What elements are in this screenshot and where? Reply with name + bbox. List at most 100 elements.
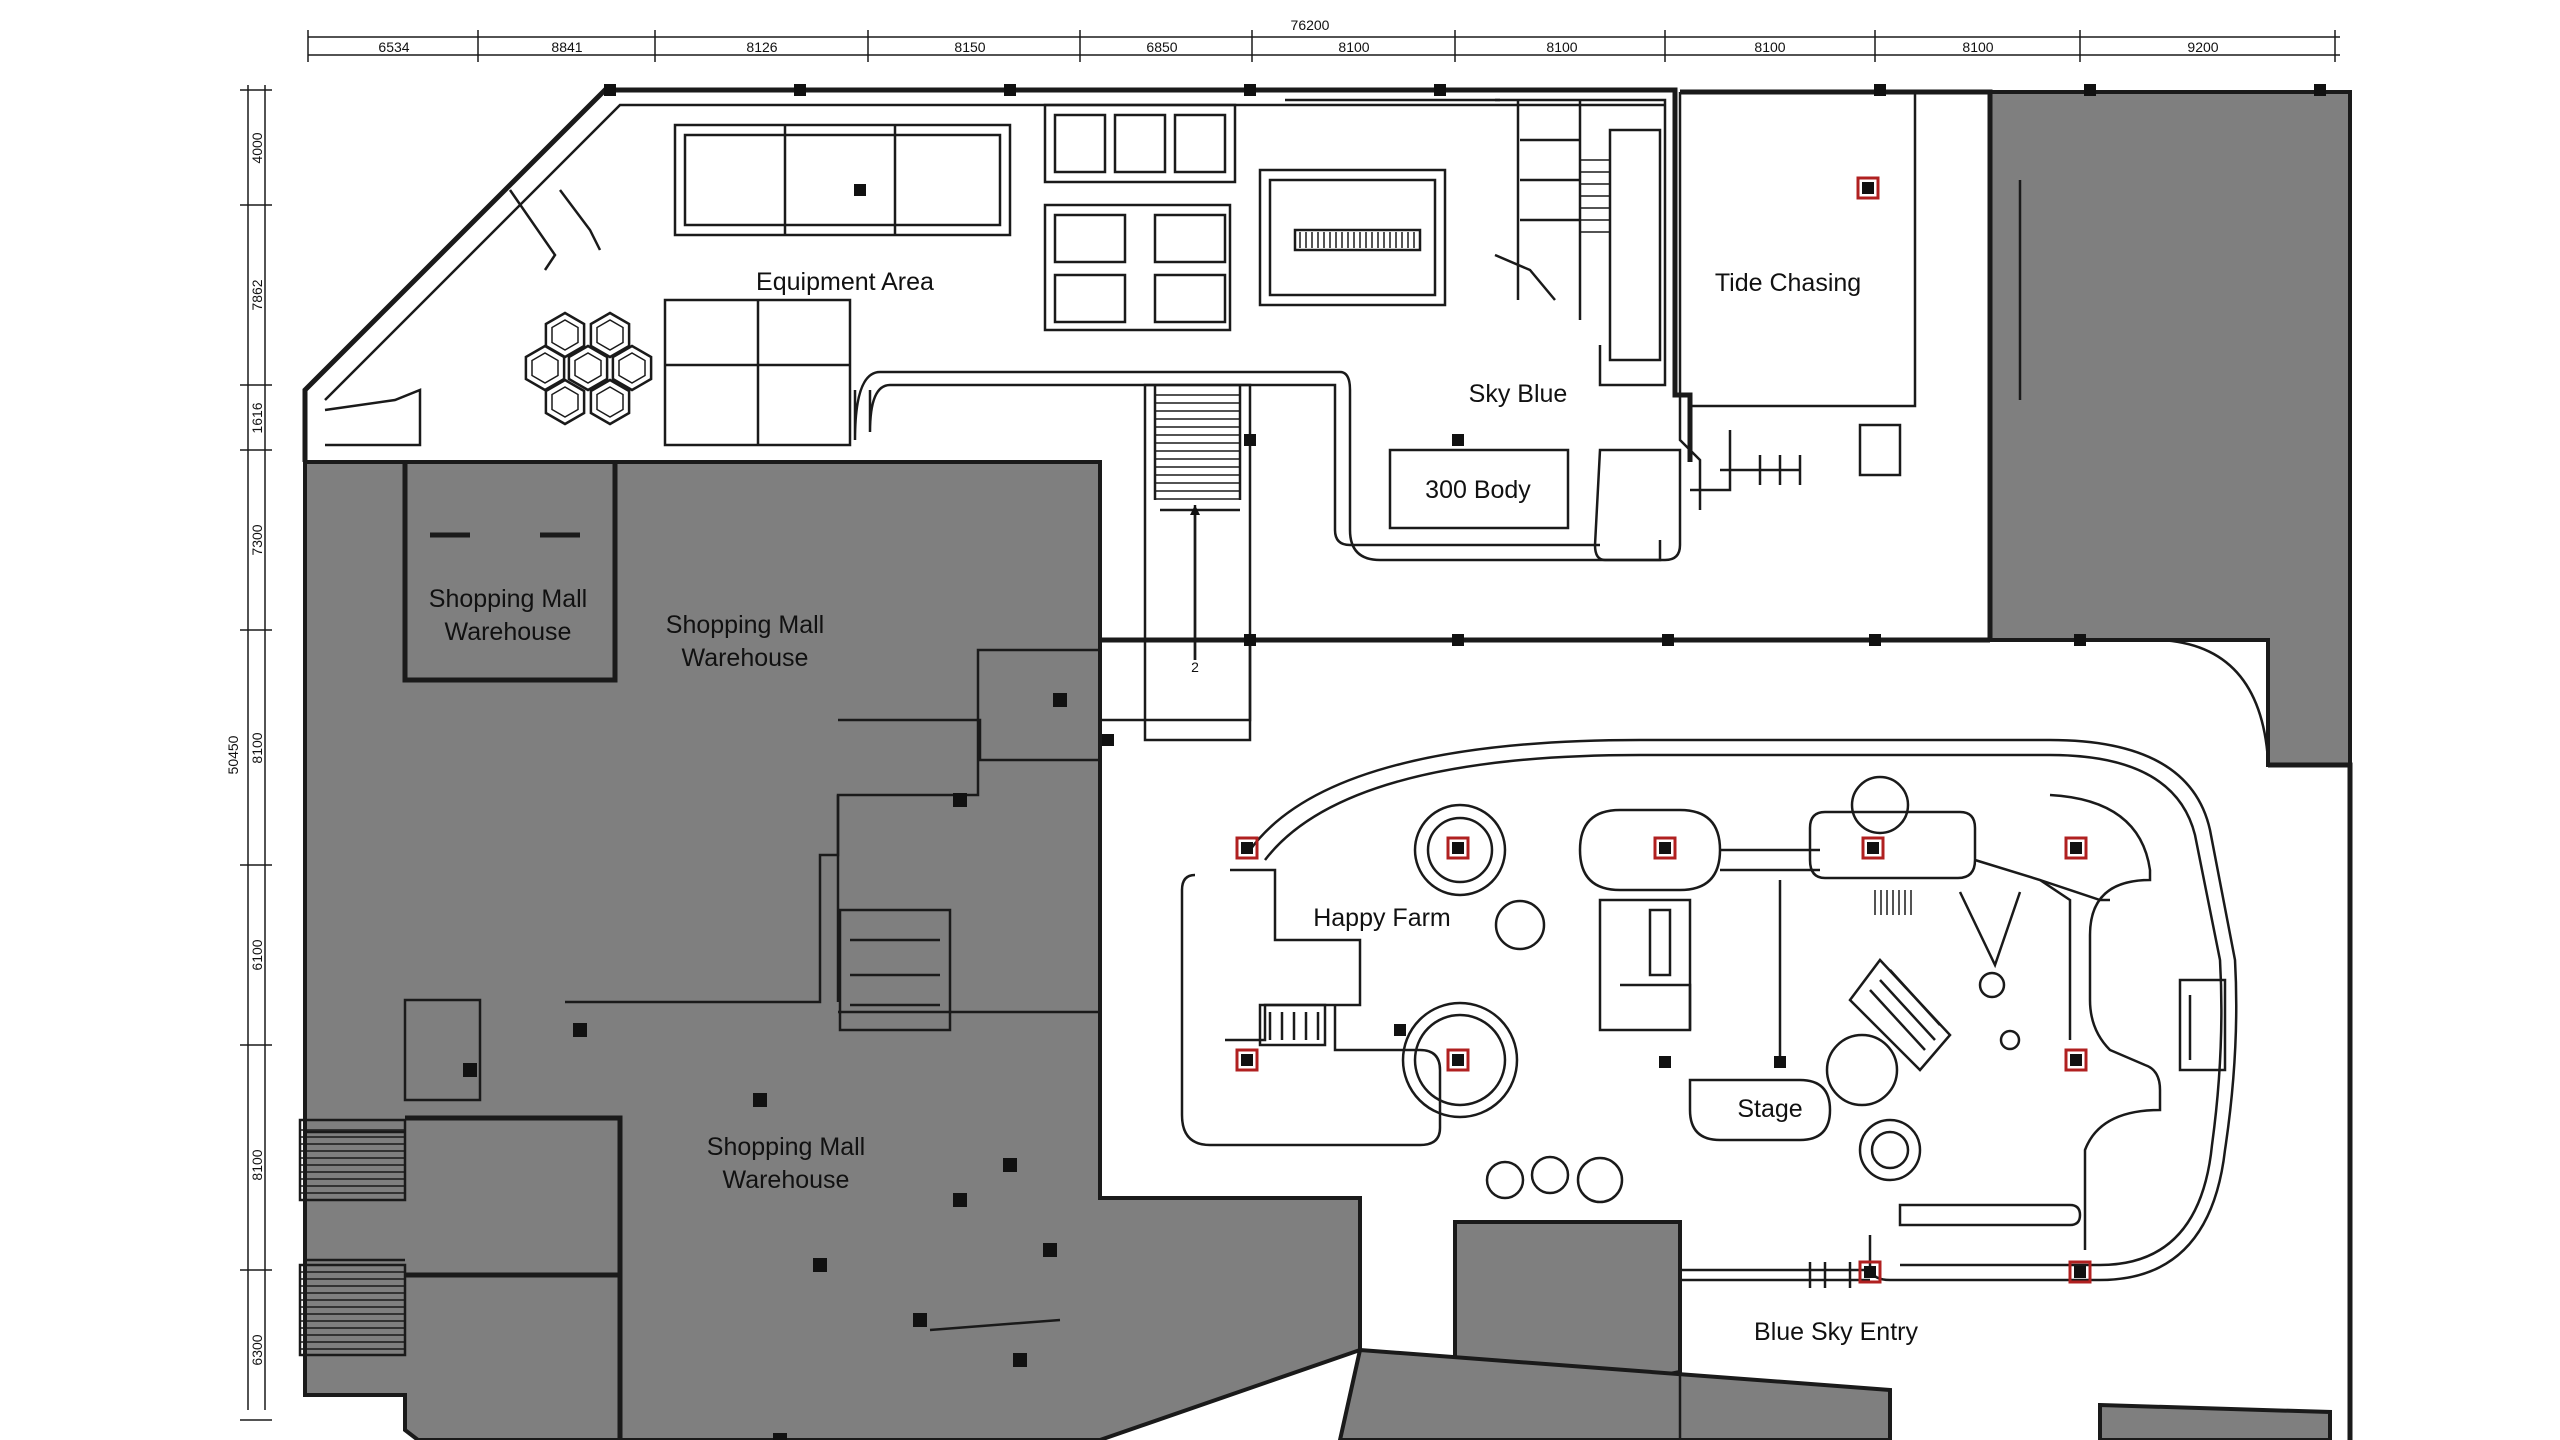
column bbox=[1869, 634, 1881, 646]
column bbox=[604, 84, 616, 96]
overall-width-dimension: 76200 bbox=[1291, 17, 1330, 33]
warehouse-top-label-line2: Warehouse bbox=[682, 644, 809, 672]
column bbox=[2070, 842, 2082, 854]
column bbox=[913, 1313, 927, 1327]
column bbox=[1013, 1353, 1027, 1367]
marker-ring bbox=[2064, 836, 2088, 860]
column bbox=[753, 1093, 767, 1107]
dim-left-5: 8100 bbox=[249, 732, 265, 763]
column bbox=[1241, 1054, 1253, 1066]
dim-top-8: 8100 bbox=[1754, 39, 1785, 55]
warehouse-columns bbox=[463, 693, 1067, 1440]
column bbox=[1774, 1056, 1786, 1068]
column bbox=[1003, 1158, 1017, 1172]
column bbox=[1874, 84, 1886, 96]
warehouse-top-label-line1: Shopping Mall bbox=[666, 611, 824, 639]
column bbox=[1434, 84, 1446, 96]
tide-chasing-label: Tide Chasing bbox=[1715, 269, 1861, 297]
warehouse-right-strip bbox=[1988, 90, 2352, 767]
warehouse-bottom-label-line1: Shopping Mall bbox=[707, 1133, 865, 1161]
honeycomb-cell bbox=[544, 378, 586, 426]
dim-top-2: 8841 bbox=[551, 39, 582, 55]
honeycomb-cell bbox=[524, 344, 566, 392]
column bbox=[1862, 182, 1874, 194]
column bbox=[463, 1063, 477, 1077]
marker-ring bbox=[1856, 176, 1880, 200]
warehouse-inner-walls bbox=[305, 462, 1102, 1440]
column bbox=[1043, 1243, 1057, 1257]
warehouse-small-label-line2: Warehouse bbox=[445, 618, 572, 646]
honeycomb-cell bbox=[589, 378, 631, 426]
column bbox=[813, 1258, 827, 1272]
stage-label: Stage bbox=[1737, 1095, 1802, 1123]
column bbox=[2314, 84, 2326, 96]
column bbox=[1394, 1024, 1406, 1036]
warehouse-bottom-right bbox=[2098, 1402, 2332, 1440]
warehouse-zones bbox=[303, 90, 2352, 1440]
column bbox=[1662, 634, 1674, 646]
stair-number-label: 2 bbox=[1191, 659, 1199, 675]
dim-top-5: 6850 bbox=[1146, 39, 1177, 55]
column bbox=[953, 793, 967, 807]
dim-left-8: 6300 bbox=[249, 1334, 265, 1365]
column bbox=[794, 84, 806, 96]
room-labels: Equipment Area Tide Chasing Sky Blue 300… bbox=[429, 268, 1919, 1346]
column bbox=[2084, 84, 2096, 96]
column bbox=[1452, 434, 1464, 446]
dim-left-2: 7862 bbox=[249, 279, 265, 310]
play-markers bbox=[1235, 176, 2092, 1284]
happy-farm-label: Happy Farm bbox=[1313, 904, 1451, 932]
stair-treads bbox=[300, 159, 1912, 1350]
warehouse-small-label-line1: Shopping Mall bbox=[429, 585, 587, 613]
overall-height-dimension: 50450 bbox=[225, 735, 241, 774]
marker-ring bbox=[1446, 836, 1470, 860]
honeycomb-cell-inner bbox=[596, 386, 624, 418]
top-dimension-chain: 76200 6534 8841 8126 8150 6850 8100 8100… bbox=[307, 17, 2340, 62]
marker-ring bbox=[1653, 836, 1677, 860]
marker-ring bbox=[1861, 836, 1885, 860]
honeycomb-cell-inner bbox=[551, 319, 579, 351]
warehouse-bottom-label-line2: Warehouse bbox=[723, 1166, 850, 1194]
marker-ring bbox=[1446, 1048, 1470, 1072]
column bbox=[854, 184, 866, 196]
honeycomb-cell bbox=[589, 311, 631, 359]
dim-top-1: 6534 bbox=[378, 39, 409, 55]
column bbox=[1244, 84, 1256, 96]
honeycomb-cell bbox=[611, 344, 653, 392]
honeycomb-cell-inner bbox=[551, 386, 579, 418]
honeycomb-cell-inner bbox=[618, 352, 646, 384]
300-body-label: 300 Body bbox=[1425, 476, 1531, 504]
column bbox=[1867, 842, 1879, 854]
column bbox=[1004, 84, 1016, 96]
honeycomb-structure bbox=[524, 311, 653, 426]
column bbox=[2074, 634, 2086, 646]
marker-ring bbox=[2064, 1048, 2088, 1072]
honeycomb-cell-inner bbox=[574, 352, 602, 384]
dim-top-7: 8100 bbox=[1546, 39, 1577, 55]
column bbox=[953, 1193, 967, 1207]
column-markers bbox=[604, 84, 2326, 1068]
marker-ring bbox=[1235, 836, 1259, 860]
marker-ring bbox=[1858, 1260, 1882, 1284]
dim-top-4: 8150 bbox=[954, 39, 985, 55]
dim-left-1: 4000 bbox=[249, 132, 265, 163]
column bbox=[1452, 634, 1464, 646]
column bbox=[1659, 1056, 1671, 1068]
column bbox=[1452, 842, 1464, 854]
column bbox=[1244, 634, 1256, 646]
dim-top-6: 8100 bbox=[1338, 39, 1369, 55]
honeycomb-cell-inner bbox=[596, 319, 624, 351]
marker-ring bbox=[1235, 1048, 1259, 1072]
column bbox=[573, 1023, 587, 1037]
dim-top-9: 8100 bbox=[1962, 39, 1993, 55]
column bbox=[1241, 842, 1253, 854]
column bbox=[2074, 1266, 2086, 1278]
left-dimension-chain: 50450 4000 7862 1616 7300 8100 6100 8100… bbox=[225, 85, 272, 1421]
stair-arrow: 2 bbox=[1190, 505, 1200, 675]
play-zone-boundary bbox=[1248, 738, 2238, 1282]
column bbox=[1102, 734, 1114, 746]
column bbox=[1452, 1054, 1464, 1066]
column bbox=[1864, 1266, 1876, 1278]
warehouse-left-block bbox=[303, 460, 1362, 1440]
